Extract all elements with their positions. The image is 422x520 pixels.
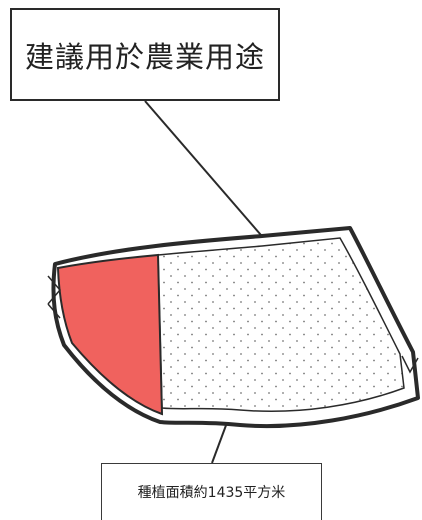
right-edge-mark xyxy=(401,355,419,374)
left-edge-mark xyxy=(47,275,61,319)
area-text: 種植面積約1435平方米 xyxy=(137,485,286,501)
area-callout: 種植面積約1435平方米 xyxy=(101,463,322,520)
recommendation-text: 建議用於農業用途 xyxy=(24,39,265,74)
recommendation-callout: 建議用於農業用途 xyxy=(10,8,280,101)
top-callout-connector xyxy=(144,100,268,243)
planting-area xyxy=(157,237,405,413)
highlighted-section xyxy=(56,253,164,416)
